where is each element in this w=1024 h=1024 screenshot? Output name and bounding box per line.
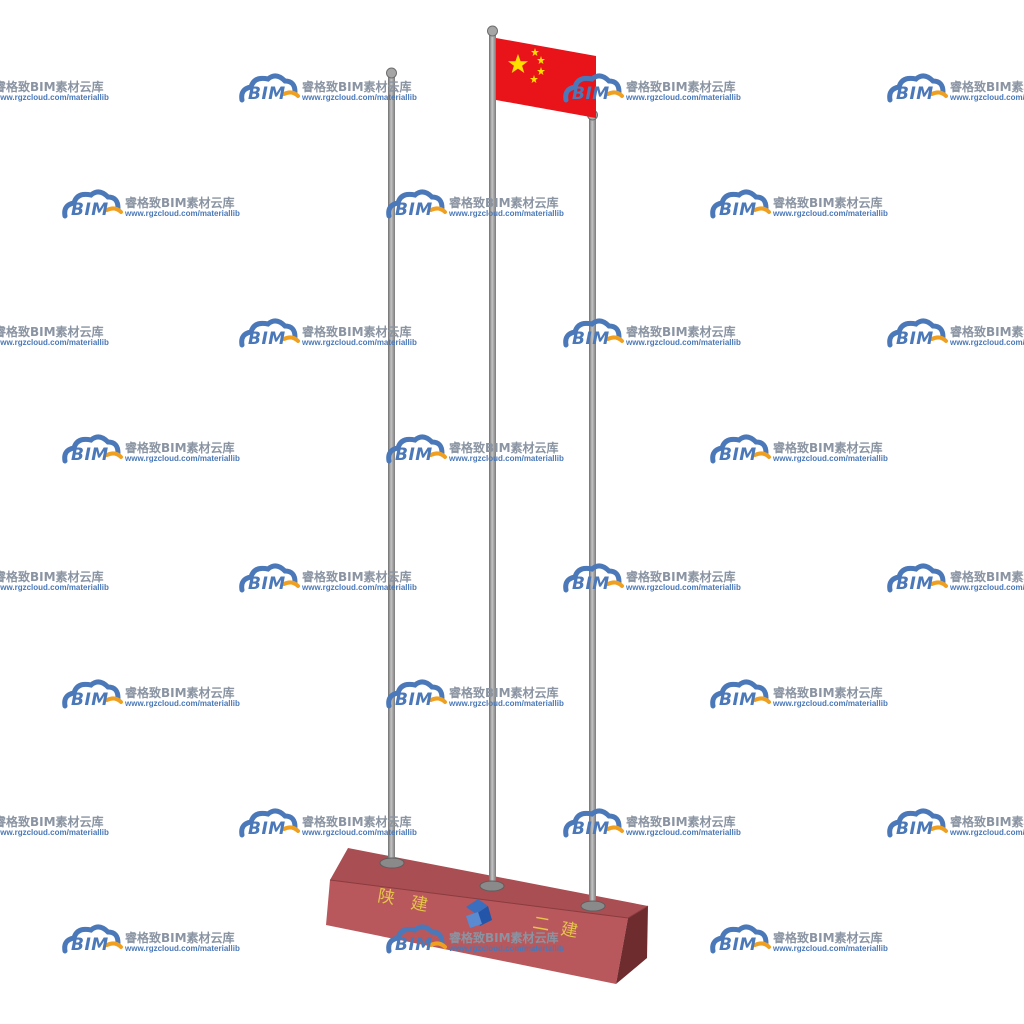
china-flag-icon	[496, 38, 596, 118]
flag-small-star	[531, 48, 539, 56]
left-flagpole	[379, 67, 405, 869]
center-pole-base	[479, 880, 505, 892]
left-pole-base	[379, 857, 405, 869]
center-flagpole	[479, 25, 505, 892]
plinth-side-face	[616, 906, 648, 984]
plinth-front-face	[326, 880, 628, 984]
plinth-text-left-1: 陕	[376, 886, 396, 909]
plinth-text-right-1: 二	[531, 913, 551, 936]
company-logo-icon	[466, 899, 492, 928]
plinth-text-left-2: 建	[409, 893, 429, 916]
flag-small-star	[530, 75, 538, 83]
left-pole-finial	[386, 67, 397, 79]
center-pole-finial	[487, 25, 498, 37]
flag-small-star	[537, 67, 545, 75]
flag-small-star	[537, 56, 545, 64]
right-pole-base	[580, 900, 606, 912]
plinth-text-right-2: 建	[559, 919, 579, 942]
flag-big-star	[508, 54, 528, 73]
right-flagpole	[580, 109, 606, 912]
